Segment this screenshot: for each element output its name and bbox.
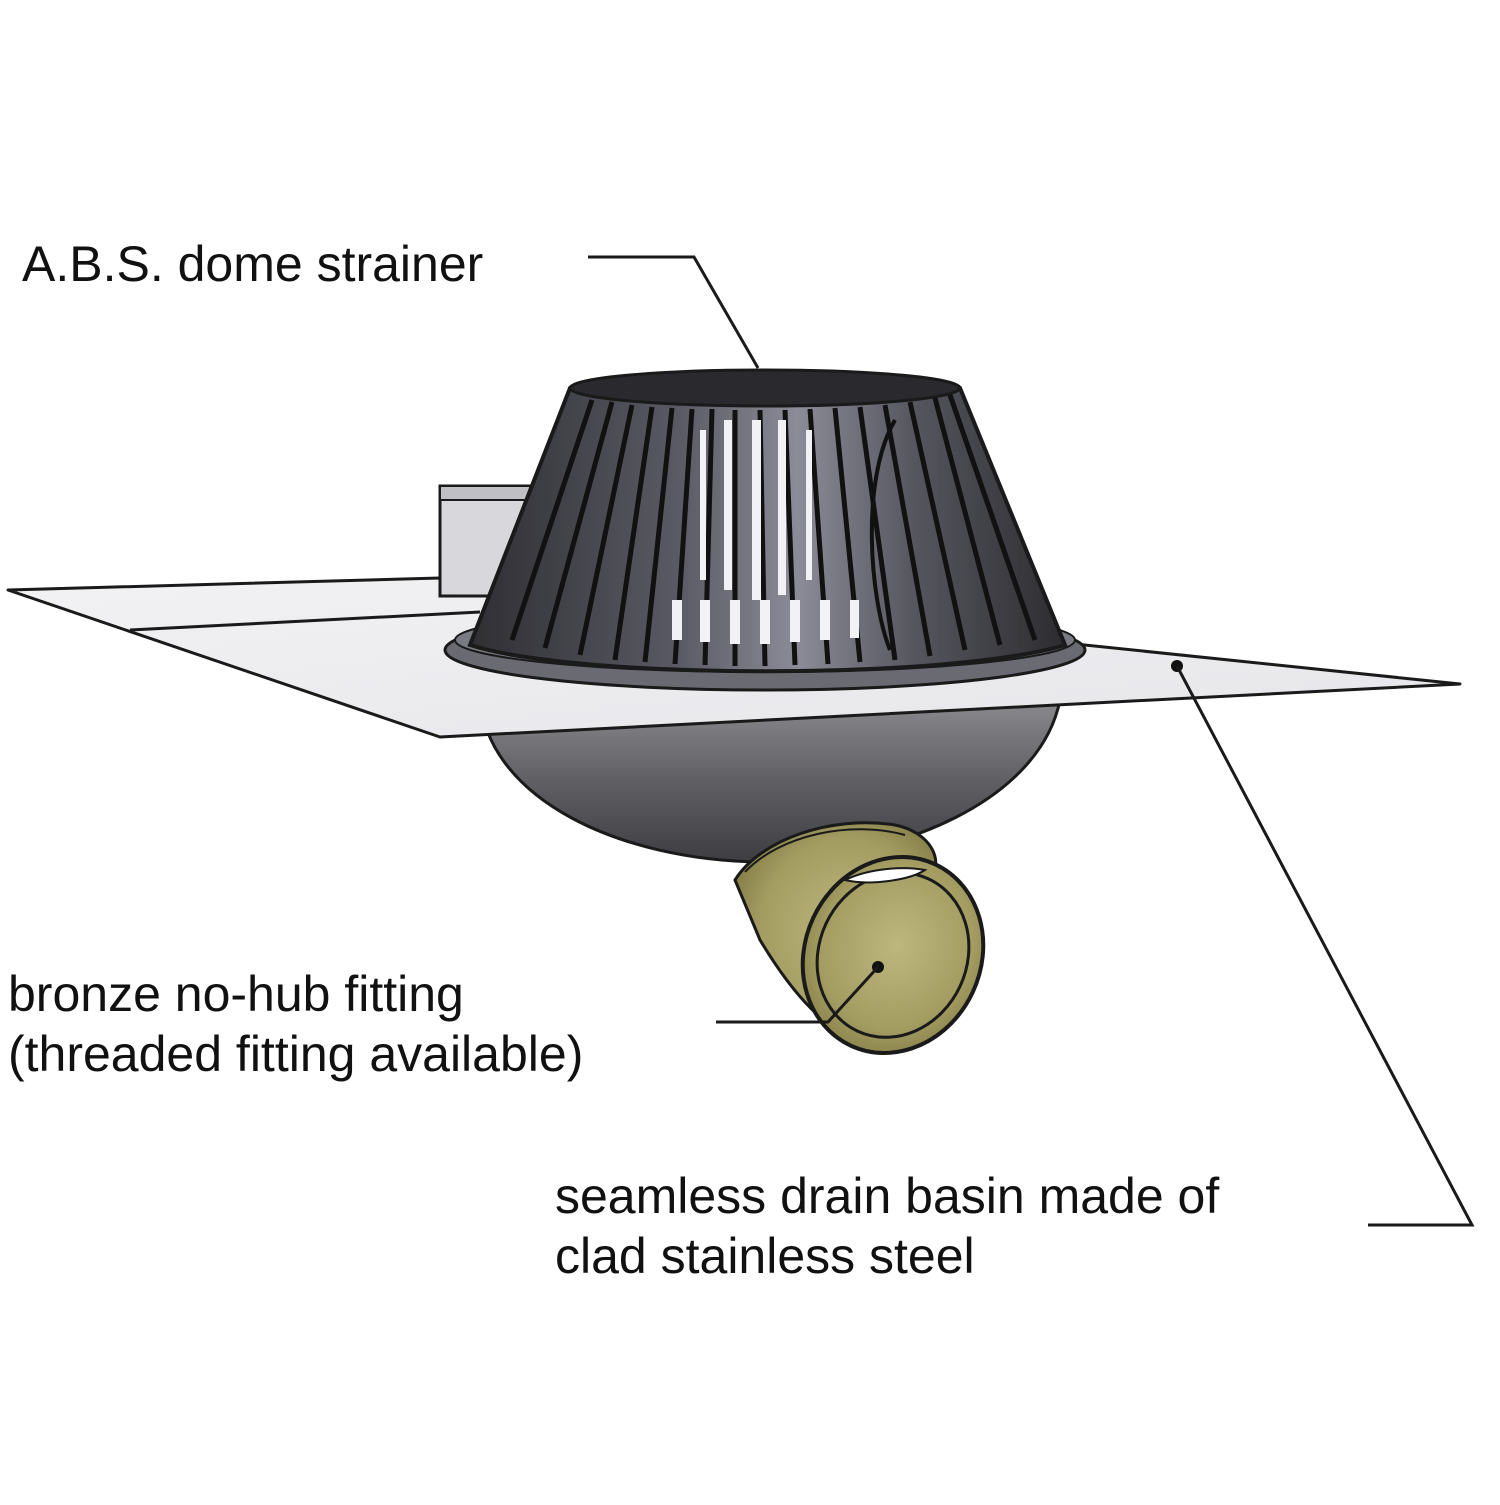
callout-bronze-fitting: bronze no-hub fitting (threaded fitting … — [8, 964, 583, 1084]
strainer-leader-line — [588, 255, 760, 369]
callout-dome-strainer-line1: A.B.S. dome strainer — [22, 236, 484, 292]
bronze-fitting — [733, 821, 986, 1055]
callout-drain-basin-line2: clad stainless steel — [555, 1228, 975, 1284]
callout-drain-basin-line1: seamless drain basin made of — [555, 1168, 1220, 1224]
leader-lines — [588, 255, 1475, 1227]
callout-dome-strainer: A.B.S. dome strainer — [22, 234, 483, 294]
callout-bronze-fitting-line1: bronze no-hub fitting — [8, 966, 464, 1022]
callout-bronze-fitting-line2: (threaded fitting available) — [8, 1026, 584, 1082]
basin-leader-line — [1175, 665, 1475, 1227]
fitting-leader-line — [716, 965, 880, 1024]
callout-drain-basin: seamless drain basin made of clad stainl… — [555, 1166, 1219, 1286]
dome-strainer — [443, 368, 1087, 692]
